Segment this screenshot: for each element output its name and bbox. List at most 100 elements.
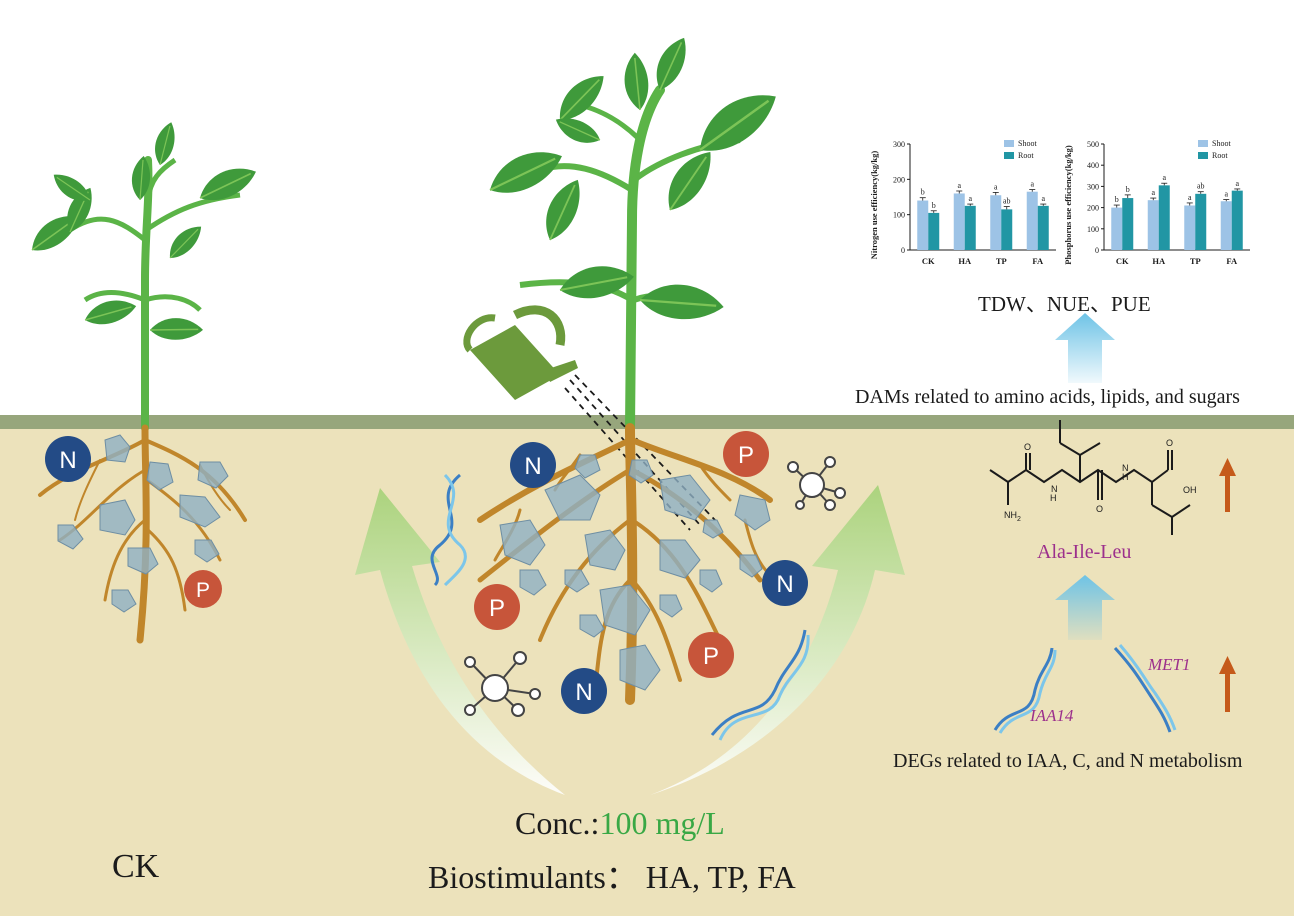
atom-o2-label: O — [1096, 504, 1103, 514]
atom-oh-label: OH — [1183, 485, 1197, 495]
atom-n2-label: N — [1122, 463, 1129, 473]
nitrogen-icon-label: N — [59, 447, 76, 474]
significance-letter: b — [1115, 195, 1119, 204]
x-tick-label: CK — [922, 256, 935, 266]
x-tick-label: CK — [1116, 256, 1129, 266]
phosphorus-icon: P — [184, 570, 222, 608]
bar-root — [1037, 205, 1049, 250]
y-tick-label: 300 — [893, 140, 905, 149]
bar-shoot — [917, 200, 929, 250]
nitrogen-icon-label: N — [776, 571, 793, 598]
bar-root — [1195, 193, 1207, 250]
x-tick-label: TP — [996, 256, 1007, 266]
legend-swatch-shoot — [1198, 140, 1208, 147]
phosphorus-icon: P — [474, 584, 520, 630]
atom-n1-label: N — [1051, 484, 1058, 494]
concentration-value: 100 mg/L — [599, 805, 725, 841]
molecule-icon — [787, 456, 846, 511]
nitrogen-icon: N — [561, 668, 607, 714]
flow-arrow-icon — [1055, 575, 1115, 640]
legend-label-shoot: Shoot — [1018, 139, 1037, 148]
y-tick-label: 0 — [1095, 246, 1099, 255]
y-tick-label: 300 — [1087, 182, 1099, 191]
nitrogen-icon-label: N — [575, 679, 592, 706]
ck-plant-icon — [23, 118, 262, 432]
x-tick-label: HA — [1152, 256, 1166, 266]
significance-letter: a — [1151, 188, 1155, 197]
atom-nh2-label: NH — [1004, 510, 1017, 520]
soil-surface-line — [0, 415, 1294, 429]
dna-icon — [430, 473, 467, 587]
legend-swatch-shoot — [1004, 140, 1014, 147]
y-tick-label: 200 — [893, 175, 905, 184]
bar-shoot — [953, 193, 965, 250]
bar-root — [964, 205, 976, 250]
legend-label-shoot: Shoot — [1212, 139, 1231, 148]
dna-icon — [993, 647, 1057, 734]
phosphorus-icon: P — [723, 431, 769, 477]
phosphorus-icon-label: P — [738, 442, 754, 469]
nitrogen-icon: N — [45, 436, 91, 482]
gene-iaa14-label: IAA14 — [1030, 706, 1074, 725]
phosphorus-icon-label: P — [703, 643, 719, 670]
ck-label: CK — [112, 848, 160, 885]
watering-can-icon — [463, 305, 578, 400]
atom-h1-label: H — [1050, 493, 1057, 503]
up-arrow-icon — [1219, 458, 1236, 512]
significance-letter: b — [1126, 185, 1130, 194]
concentration-prefix: Conc.: — [515, 805, 600, 841]
legend-swatch-root — [1004, 152, 1014, 159]
atom-o3-label: O — [1166, 438, 1173, 448]
atom-h2-label: H — [1122, 472, 1129, 482]
atom-nh2-subscript: 2 — [1017, 516, 1021, 523]
significance-letter: a — [1188, 193, 1192, 202]
phosphorus-icon-label: P — [489, 595, 505, 622]
degs-label: DEGs related to IAA, C, and N metabolism — [893, 750, 1243, 772]
significance-letter: ab — [1003, 197, 1011, 206]
atom-o1-label: O — [1024, 442, 1031, 452]
phosphorus-icon: P — [688, 632, 734, 678]
y-tick-label: 500 — [1087, 140, 1099, 149]
significance-letter: a — [994, 182, 998, 191]
x-tick-label: FA — [1032, 256, 1044, 266]
legend-label-root: Root — [1018, 151, 1034, 160]
x-tick-label: FA — [1226, 256, 1238, 266]
phosphorus-icon-label: P — [196, 579, 210, 602]
significance-letter: a — [968, 194, 972, 203]
nitrogen-icon: N — [510, 442, 556, 488]
legend-label-root: Root — [1212, 151, 1228, 160]
x-tick-label: TP — [1190, 256, 1201, 266]
peptide-atoms: NH 2 N H N H OH O O O — [1004, 438, 1197, 523]
significance-letter: a — [1030, 180, 1034, 189]
significance-letter: a — [1041, 194, 1045, 203]
y-tick-label: 200 — [1087, 204, 1099, 213]
up-arrow-icon — [1219, 656, 1236, 712]
nitrogen-icon-label: N — [524, 453, 541, 480]
significance-letter: ab — [1197, 182, 1205, 191]
bar-root — [1001, 209, 1013, 250]
x-tick-label: HA — [958, 256, 972, 266]
bar-shoot — [1026, 191, 1038, 250]
flow-arrow-icon — [1055, 313, 1115, 383]
bar-shoot — [1147, 200, 1159, 250]
curved-arrows — [355, 485, 905, 795]
treated-plant-icon — [481, 31, 789, 433]
peptide-structure — [989, 420, 1191, 535]
y-tick-label: 100 — [1087, 225, 1099, 234]
ck-roots — [38, 424, 247, 644]
bar-shoot — [1184, 205, 1196, 250]
molecule-icon — [464, 651, 541, 717]
bar-shoot — [990, 195, 1002, 250]
y-tick-label: 100 — [893, 211, 905, 220]
bar-shoot — [1220, 201, 1232, 250]
nitrogen-icon: N — [762, 560, 808, 606]
significance-letter: a — [1224, 190, 1228, 199]
bar-root — [1158, 185, 1170, 250]
significance-letter: a — [1162, 173, 1166, 182]
ck-soil-particles — [57, 434, 229, 613]
biostimulants-label: Biostimulants： HA, TP, FA — [428, 859, 796, 895]
treated-soil-particles — [499, 454, 771, 691]
